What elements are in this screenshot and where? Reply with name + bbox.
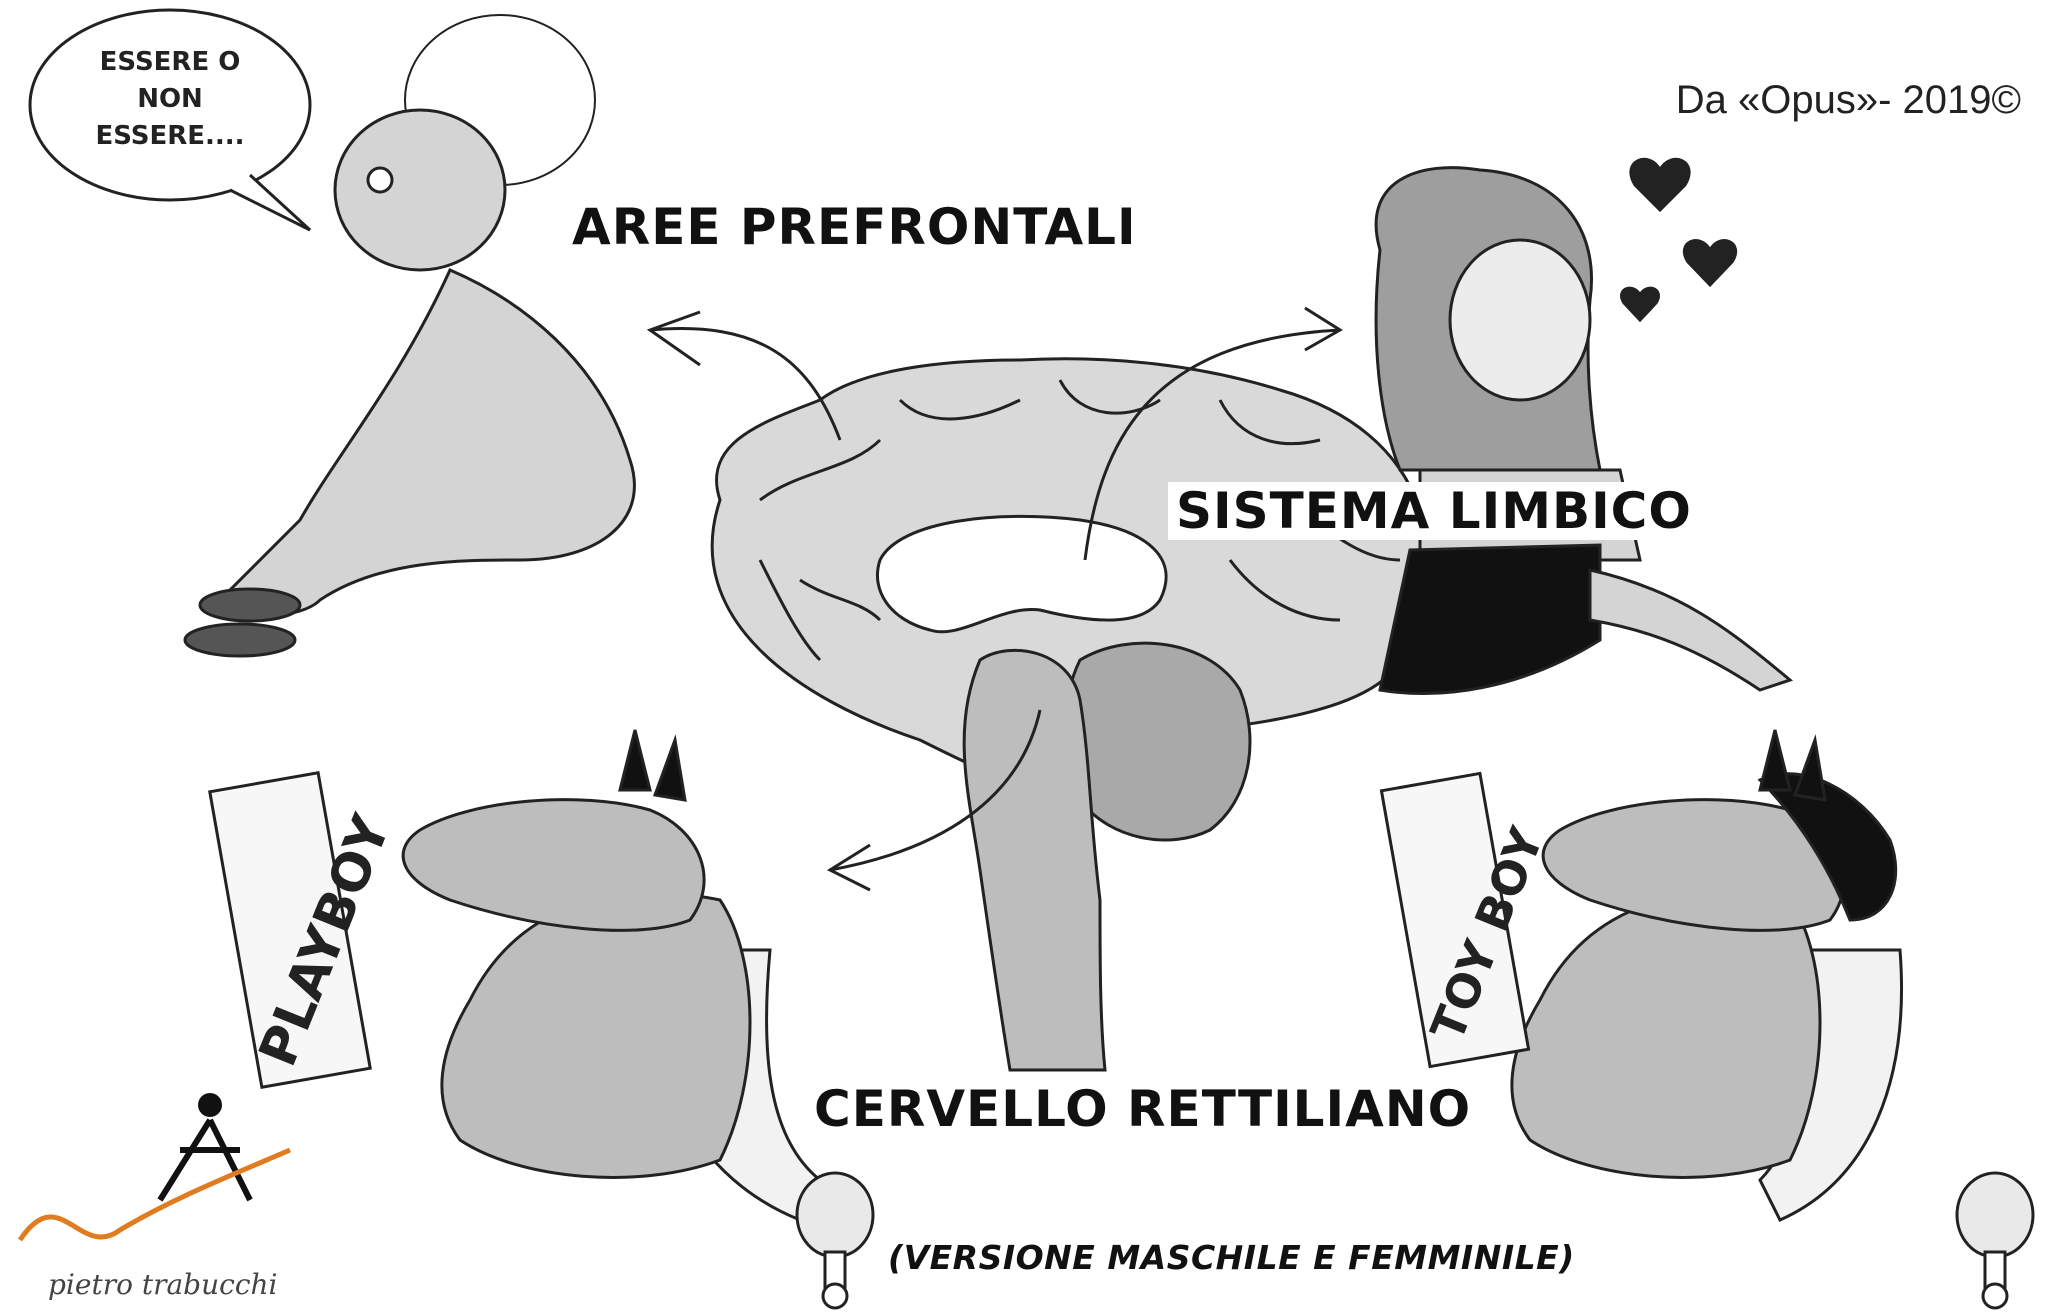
speech-bubble-text: ESSERE O NON ESSERE.... bbox=[40, 44, 300, 155]
speech-line-2: NON bbox=[40, 81, 300, 118]
logo-figure-head bbox=[198, 1093, 222, 1117]
speech-line-1: ESSERE O bbox=[40, 44, 300, 81]
woman-skirt bbox=[1380, 545, 1600, 693]
woman-face bbox=[1450, 240, 1590, 400]
speech-bubble-tail bbox=[230, 175, 310, 230]
reptile-left-horn-2 bbox=[655, 740, 685, 800]
drumstick-left bbox=[797, 1173, 873, 1308]
label-limbic-system: SISTEMA LIMBICO bbox=[1168, 482, 1700, 540]
thinker-head bbox=[335, 110, 505, 270]
heart-2 bbox=[1684, 241, 1735, 285]
heart-3 bbox=[1622, 288, 1659, 320]
drumstick-right bbox=[1957, 1173, 2033, 1308]
drumstick-right-meat bbox=[1957, 1173, 2033, 1257]
reptile-right-horn-1 bbox=[1760, 730, 1790, 790]
reptile-right-body bbox=[1512, 893, 1820, 1177]
woman-legs bbox=[1590, 570, 1790, 690]
drumstick-left-meat bbox=[797, 1173, 873, 1257]
woman-figure bbox=[1376, 159, 1790, 693]
brain-illustration bbox=[712, 359, 1428, 1070]
label-reptilian-brain: CERVELLO RETTILIANO bbox=[814, 1080, 1471, 1138]
reptile-left-head bbox=[403, 800, 704, 931]
drumstick-left-knob bbox=[823, 1284, 847, 1308]
thinker-eye bbox=[368, 168, 392, 192]
author-signature: pietro trabucchi bbox=[48, 1268, 277, 1301]
author-logo bbox=[20, 1093, 290, 1240]
label-prefrontal-areas: AREE PREFRONTALI bbox=[572, 198, 1137, 256]
thinker-body bbox=[220, 270, 634, 615]
heart-1 bbox=[1631, 159, 1689, 210]
reptile-left-horn-1 bbox=[620, 730, 650, 790]
credit-text: Da «Opus»- 2019© bbox=[1676, 78, 2021, 123]
speech-line-3: ESSERE.... bbox=[40, 118, 300, 155]
thinker-shoe-2 bbox=[185, 624, 295, 656]
label-version-note: (VERSIONE MASCHILE E FEMMINILE) bbox=[888, 1238, 1575, 1277]
thinker-shoe-1 bbox=[200, 589, 300, 621]
reptile-right-horn-2 bbox=[1795, 740, 1825, 800]
drumstick-right-knob bbox=[1983, 1284, 2007, 1308]
reptile-left-body bbox=[442, 893, 750, 1177]
